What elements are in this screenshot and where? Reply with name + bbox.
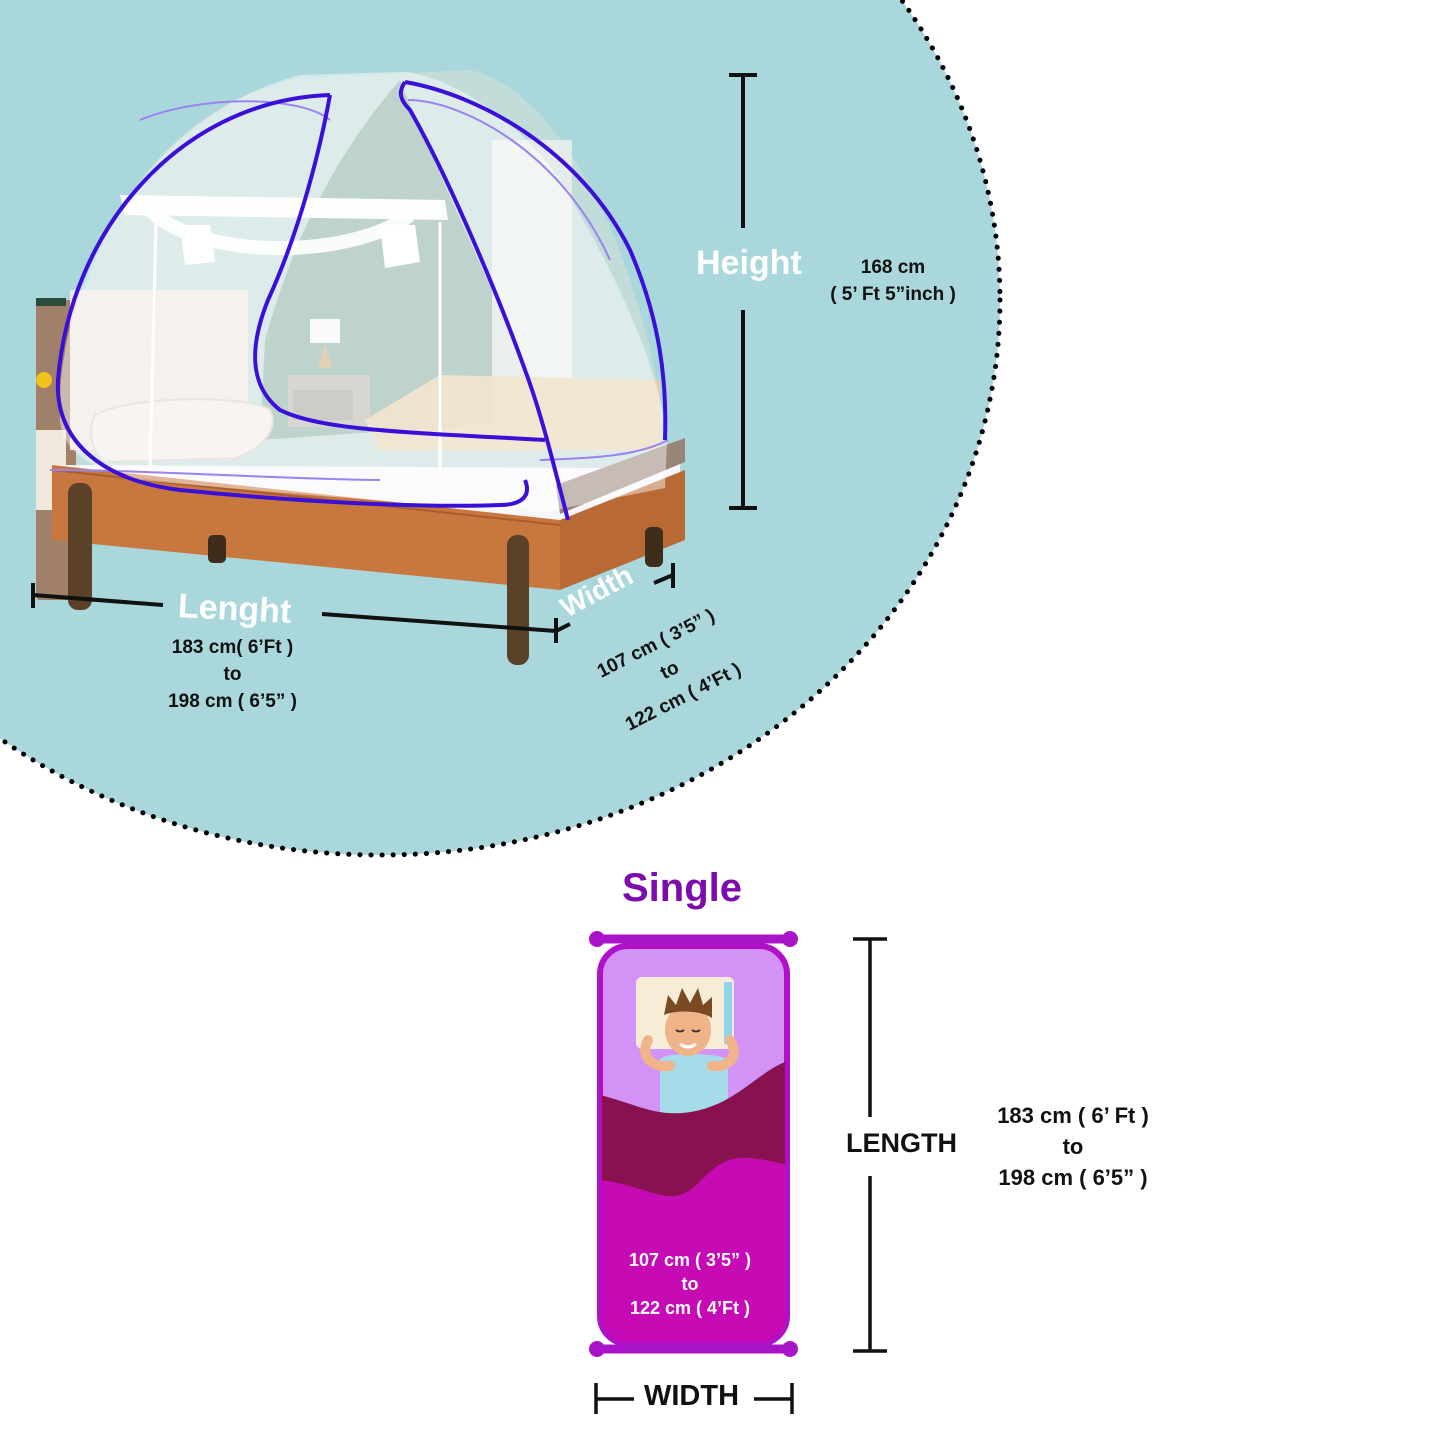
diagram-width-connector: to — [681, 1274, 699, 1294]
diagram-width-line — [594, 1383, 794, 1414]
height-dimension-text: 168 cm ( 5’ Ft 5”inch ) — [818, 254, 968, 308]
diagram-length-text: 183 cm ( 6’ Ft ) to 198 cm ( 6’5” ) — [978, 1100, 1168, 1193]
size-title: Single — [622, 866, 743, 910]
height-label: Height — [696, 244, 802, 282]
diagram-width-text: 107 cm ( 3’5” ) to 122 cm ( 4’Ft ) — [600, 1248, 780, 1320]
height-dimension-line — [729, 73, 757, 510]
diagram-length-connector: to — [1062, 1134, 1084, 1159]
length-min: 183 cm( 6’Ft ) — [171, 637, 294, 658]
diagram-length-max: 198 cm ( 6’5” ) — [998, 1165, 1148, 1190]
length-max: 198 cm ( 6’5” ) — [168, 691, 297, 712]
diagram-length-min: 183 cm ( 6’ Ft ) — [997, 1103, 1149, 1128]
length-connector: to — [223, 664, 242, 685]
diagram-width-min: 107 cm ( 3’5” ) — [628, 1250, 752, 1270]
width-caption: WIDTH — [644, 1380, 740, 1412]
blanket-magenta — [602, 1157, 785, 1342]
height-value-imperial: ( 5’ Ft 5”inch ) — [830, 284, 956, 305]
length-dimension-line — [31, 583, 558, 643]
length-dimension-text: 183 cm( 6’Ft ) to 198 cm ( 6’5” ) — [150, 634, 315, 715]
diagram-length-line — [853, 937, 887, 1353]
height-value-cm: 168 cm — [860, 257, 926, 278]
width-dimension-line — [555, 563, 675, 633]
sleeping-person-icon — [665, 1004, 711, 1056]
length-caption: LENGTH — [846, 1128, 957, 1158]
diagram-width-max: 122 cm ( 4’Ft ) — [629, 1298, 751, 1318]
